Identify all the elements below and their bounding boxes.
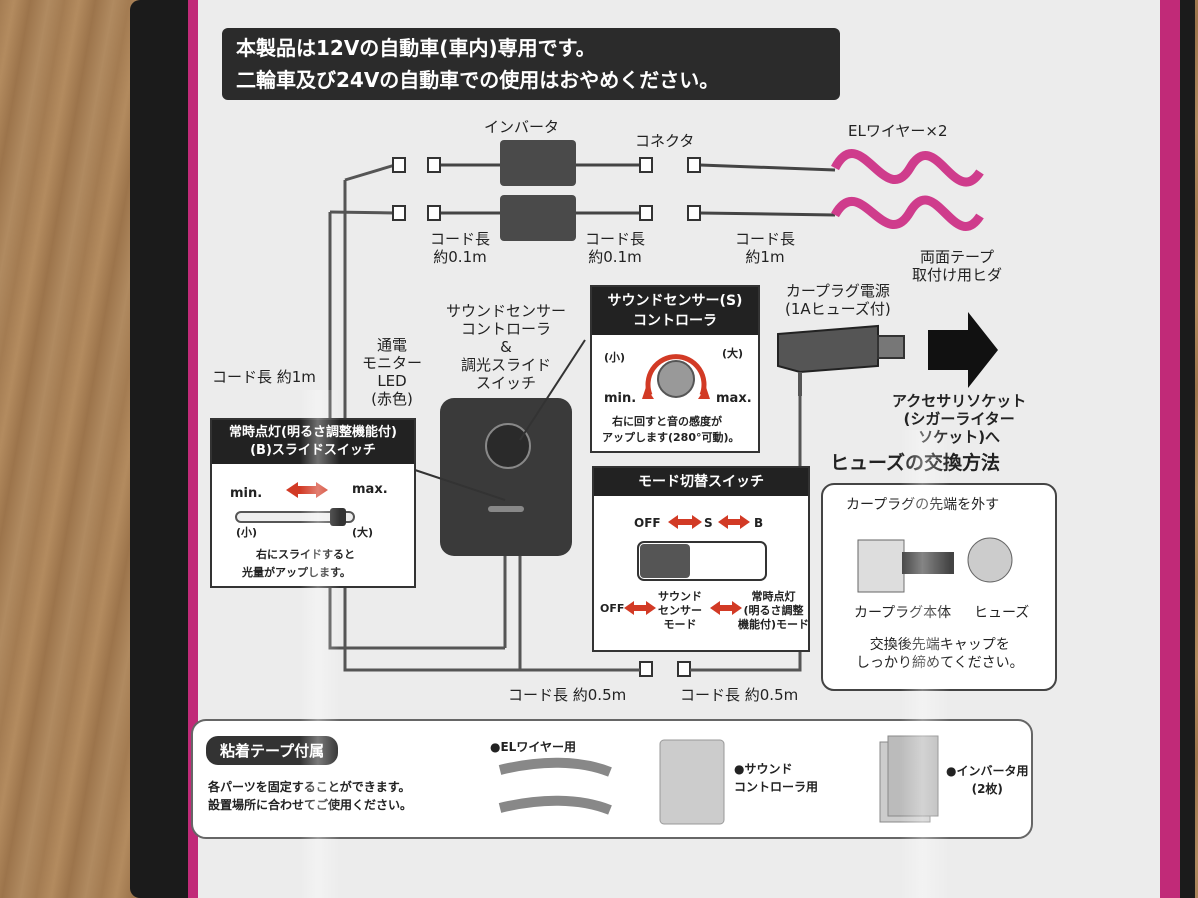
fuse-body-label: カープラグ本体 [854,605,952,621]
cord-bottom-label-1: コード長 約0.5m [508,686,627,704]
fuse-note: 交換後先端キャップをしっかり締めてください。 [856,637,1024,671]
car-plug-label: カープラグ電源(1Aヒューズ付) [785,282,891,318]
cord-left-label: コード長 約1m [212,368,316,386]
fuse-remove-label: カープラグの先端を外す [846,497,1000,513]
slide-switch-box: 常時点灯(明るさ調整機能付)(B)スライドスイッチ min. max. (小) … [210,418,416,588]
tape-sound-label: ●サウンドコントローラ用 [734,762,819,794]
slide-switch-title: 常時点灯(明るさ調整機能付)(B)スライドスイッチ [212,420,414,464]
warning-line-1: 本製品は12Vの自動車(車内)専用です。 [236,36,596,60]
tape-badge: 粘着テープ付属 [206,736,339,765]
sound-sensor-title: サウンドセンサー(S)コントローラ [592,287,758,335]
tape-flap-label: 両面テープ取付け用ヒダ [912,248,1003,284]
warning-line-2: 二輪車及び24Vの自動車での使用はおやめください。 [236,68,720,92]
cord-b-label: コード長約0.1m [585,230,646,266]
dial-icon [642,354,710,399]
mode-switch-box: モード切替スイッチ OFF S B OFF サウンドセンサーモード 常時点灯(明… [592,466,810,652]
tape-inverter-label: ●インバータ用(2枚) [946,764,1029,796]
mode-switch-icon [624,515,767,615]
sound-sensor-box: サウンドセンサー(S)コントローラ (小) (大) min. max. 右に回す… [590,285,760,453]
fuse-title: ヒューズの交換方法 [830,452,1001,474]
cord-bottom-label-2: コード長 約0.5m [680,686,799,704]
inverter-1 [500,140,576,186]
accessory-socket-label: アクセサリソケット(シガーライター ソケット)へ [892,392,1027,446]
mode-switch-title: モード切替スイッチ [594,468,808,496]
sound-mode-label: サウンドセンサーモード [658,590,702,631]
cord-a-label: コード長約0.1m [430,230,491,266]
fuse-label: ヒューズ [974,605,1030,621]
inverter-label: インバータ [484,118,560,136]
connector-label: コネクタ [635,132,695,150]
inverter-2 [500,195,576,241]
arrow-right-icon [928,312,998,388]
tape-description: 各パーツを固定することができます。設置場所に合わせてご使用ください。 [208,780,413,812]
constant-mode-label: 常時点灯(明るさ調整機能付)モード [738,590,810,631]
warning-banner: 本製品は12Vの自動車(車内)専用です。 二輪車及び24Vの自動車での使用はおや… [222,28,840,100]
tape-el-label: ●ELワイヤー用 [490,740,576,754]
controller-label: サウンドセンサーコントローラ &調光スライド スイッチ [446,302,567,392]
el-wire-label: ELワイヤー×2 [848,122,948,140]
slide-switch-icon [235,482,355,526]
car-plug [777,324,879,374]
cord-c-label: コード長約1m [735,230,796,266]
controller-body [440,398,572,556]
monitor-led-label: 通電モニター LED(赤色) [362,336,423,408]
